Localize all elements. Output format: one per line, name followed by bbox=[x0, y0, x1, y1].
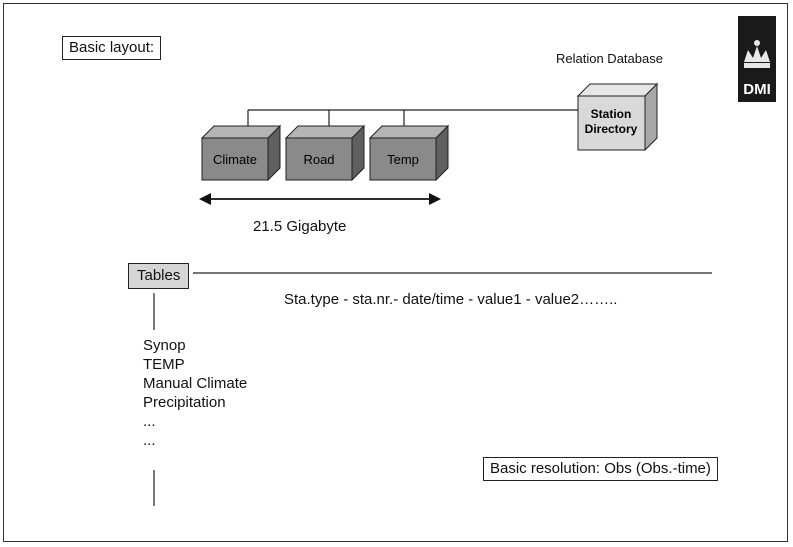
database-cubes: Climate Road Temp bbox=[200, 124, 450, 182]
basic-layout-title: Basic layout: bbox=[62, 36, 162, 60]
cube-road: Road bbox=[284, 124, 366, 182]
list-item: Precipitation bbox=[143, 394, 226, 411]
list-item: ... bbox=[143, 432, 156, 449]
list-item: Synop bbox=[143, 337, 186, 354]
tables-label: Tables bbox=[128, 263, 190, 289]
size-double-arrow bbox=[199, 193, 441, 205]
connector-bracket bbox=[247, 109, 585, 126]
record-format-text: Sta.type - sta.nr.- date/time - value1 -… bbox=[284, 291, 618, 308]
list-item: Manual Climate bbox=[143, 375, 248, 392]
size-label: 21.5 Gigabyte bbox=[253, 218, 347, 235]
basic-resolution-label: Basic resolution: Obs (Obs.-time) bbox=[483, 457, 718, 481]
cube-label: Climate bbox=[213, 152, 257, 167]
station-label-line2: Directory bbox=[585, 122, 638, 136]
table-list: Synop TEMP Manual Climate Precipitation … bbox=[143, 336, 247, 450]
dmi-logo: DMI bbox=[738, 16, 776, 102]
cube-temp: Temp bbox=[368, 124, 450, 182]
list-item: TEMP bbox=[143, 356, 185, 373]
station-label-line1: Station bbox=[591, 107, 632, 121]
relation-database-label: Relation Database bbox=[556, 51, 663, 66]
cube-climate: Climate bbox=[200, 124, 282, 182]
station-directory-cube: Station Directory bbox=[576, 82, 659, 152]
tables-connectors bbox=[153, 272, 712, 506]
list-item: ... bbox=[143, 413, 156, 430]
cube-label: Temp bbox=[387, 152, 419, 167]
slide-frame bbox=[3, 3, 788, 542]
cube-label: Road bbox=[303, 152, 334, 167]
logo-text: DMI bbox=[743, 81, 771, 98]
